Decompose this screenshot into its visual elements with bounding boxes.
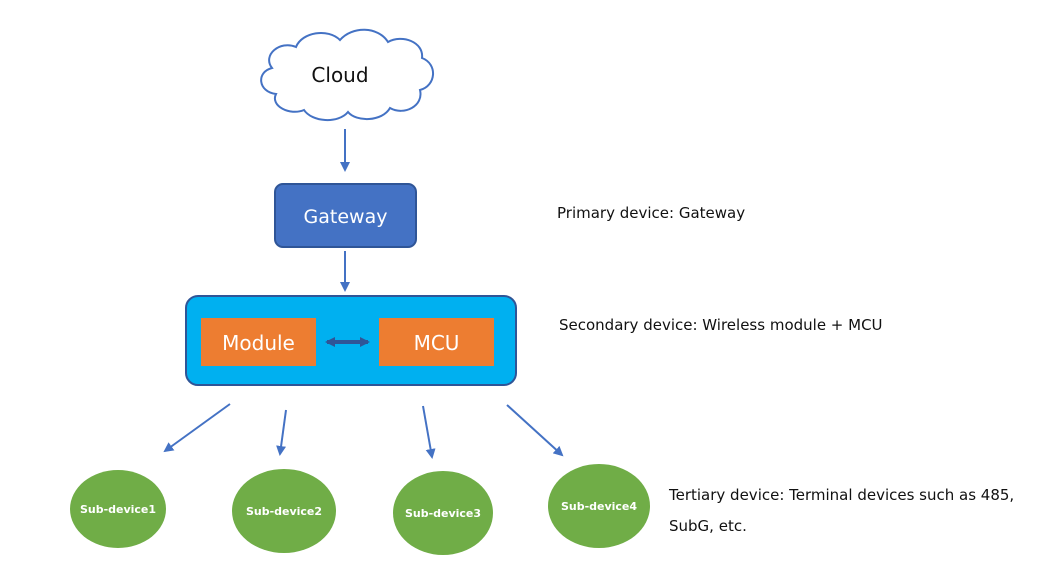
sub-device4-ellipse: [548, 464, 650, 548]
secondary-device-node: Module MCU: [185, 295, 517, 386]
sub-device3-label: Sub-device3: [405, 507, 481, 520]
sub-device2-ellipse: [232, 469, 336, 553]
primary-device-description: Primary device: Gateway: [557, 204, 746, 222]
sub-device2-label: Sub-device2: [246, 505, 322, 518]
gateway-node: Gateway: [274, 183, 417, 248]
secondary-to-sub-device4-arrow: [506, 404, 564, 457]
mcu-label: MCU: [414, 331, 460, 355]
tertiary-device-description-line2: SubG, etc.: [669, 517, 747, 535]
module-box: [201, 318, 316, 366]
sub-device4-node: Sub-device4: [548, 464, 650, 548]
sub-device3-node: Sub-device3: [393, 471, 493, 555]
sub-device2-node: Sub-device2: [232, 469, 336, 553]
gateway-box: [274, 183, 417, 248]
gateway-label: Gateway: [304, 206, 388, 228]
mcu-box: [379, 318, 494, 366]
module-label: Module: [222, 331, 295, 355]
sub-device1-label: Sub-device1: [80, 503, 156, 516]
sub-device4-label: Sub-device4: [561, 500, 637, 513]
secondary-device-description: Secondary device: Wireless module + MCU: [559, 316, 883, 334]
sub-device1-ellipse: [70, 470, 166, 548]
tertiary-device-description-line1: Tertiary device: Terminal devices such a…: [669, 486, 1015, 504]
secondary-to-sub-device3-arrow: [422, 405, 436, 459]
secondary-to-sub-device2-arrow: [276, 409, 287, 456]
cloud-icon: [260, 28, 434, 121]
sub-device3-ellipse: [393, 471, 493, 555]
sub-device1-node: Sub-device1: [70, 470, 166, 548]
secondary-to-sub-device1-arrow: [163, 403, 231, 453]
cloud-node: Cloud: [260, 28, 434, 121]
cloud-label: Cloud: [311, 63, 368, 87]
